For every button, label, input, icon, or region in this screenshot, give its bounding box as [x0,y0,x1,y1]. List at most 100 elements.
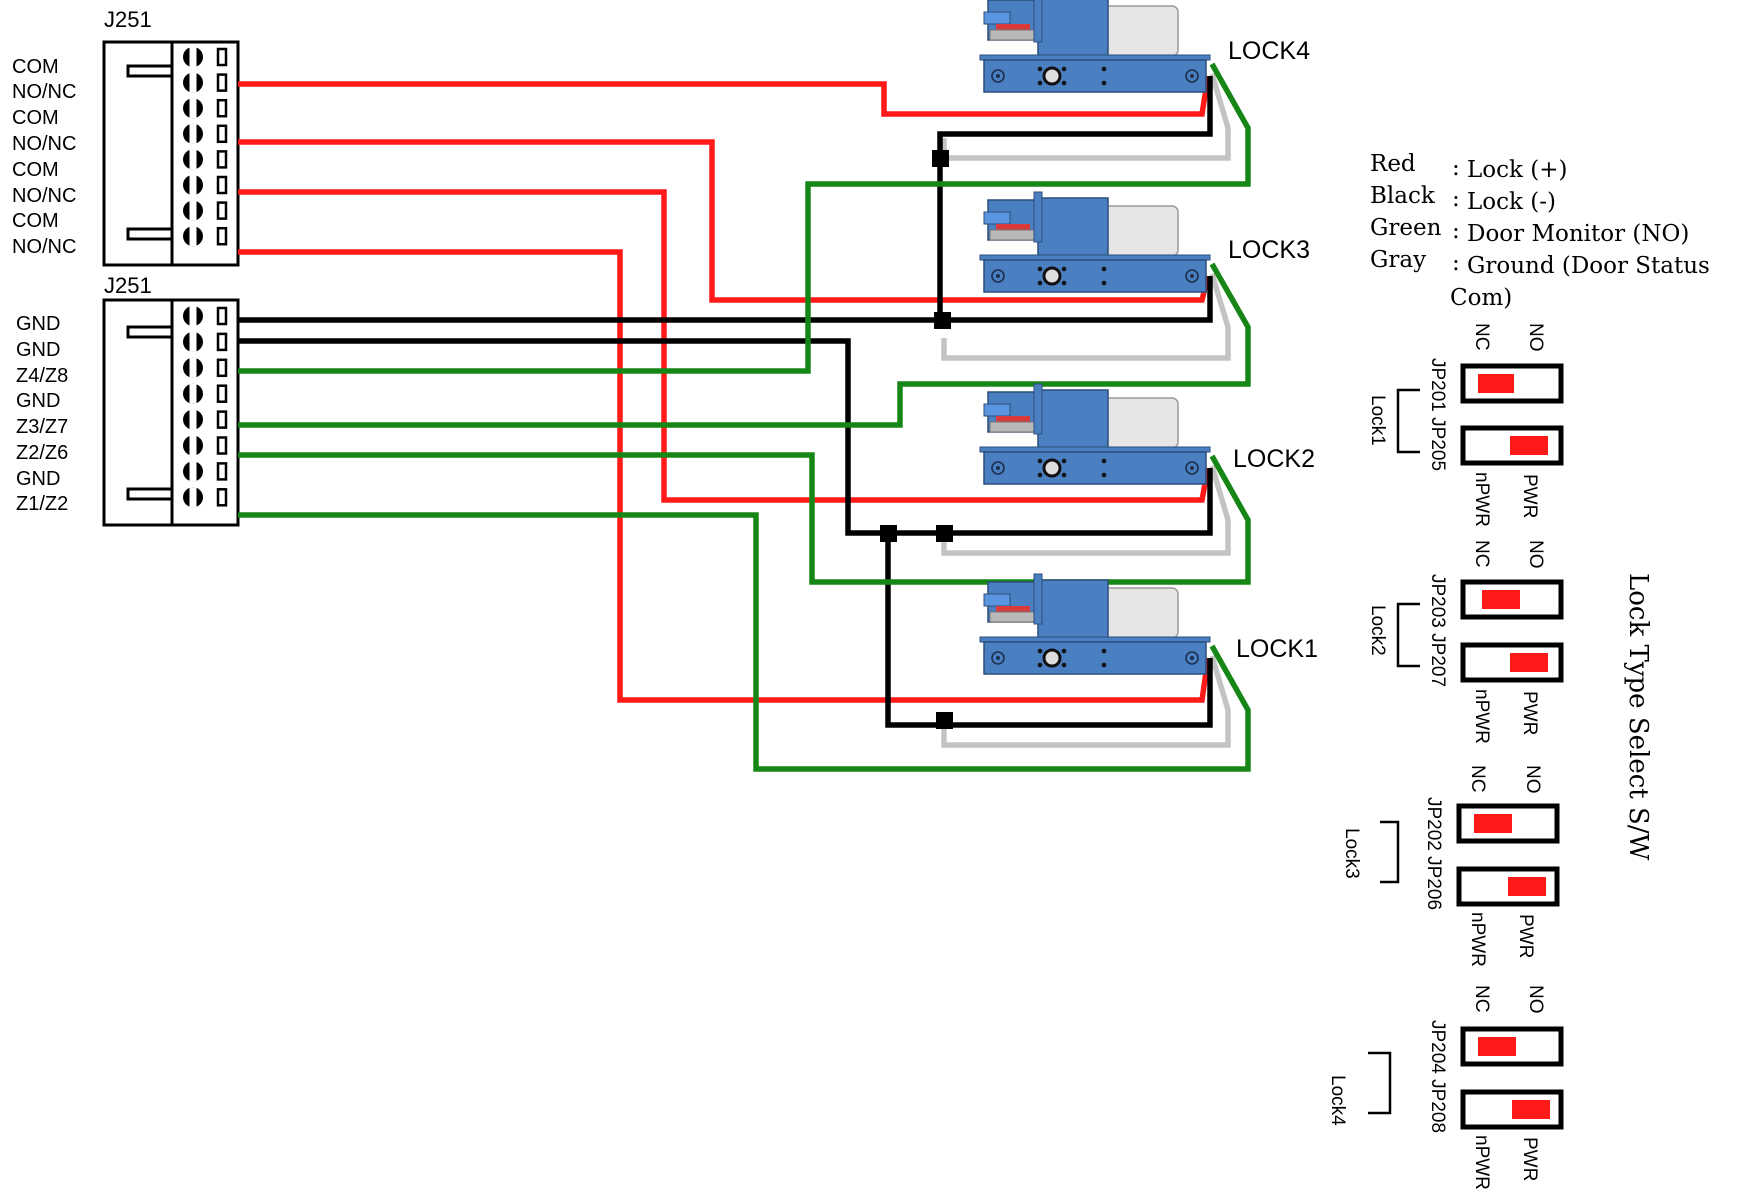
terminal-pin [183,306,228,326]
switch-knob [1512,1100,1550,1119]
pin-label: GND [16,313,60,335]
legend-color: Black [1370,183,1436,209]
terminal-pin [183,409,228,430]
legend-sep: : [1452,155,1460,181]
switch-no-label: NO [1525,323,1546,352]
black-wires [238,76,1213,728]
pin-label: Z1/Z2 [16,493,68,515]
switch-knob [1478,374,1514,393]
switch-nc-label: NC [1471,323,1492,350]
switch-pwr-label: PWR [1519,474,1540,518]
lock-label-3: LOCK3 [1228,236,1310,264]
switch-npwr-label: nPWR [1471,1135,1492,1190]
connector-top [102,40,240,267]
terminal-pin [183,487,228,508]
switch-knob [1510,653,1548,672]
switch-pwr-label: PWR [1515,914,1536,958]
legend-color: Gray [1370,247,1426,273]
pin-label: COM [12,56,59,78]
switch-group-lock3: NO NC JP202 JP206 Lock3 PWR nPWR [1341,765,1560,967]
pin-labels-bottom: GND GND Z4/Z8 GND Z3/Z7 Z2/Z6 GND Z1/Z2 [16,313,68,515]
terminal-pin [183,383,228,404]
pin-label: COM [12,210,59,232]
terminal-pin [183,357,228,378]
switch-no-label: NO [1522,765,1543,794]
pin-label: GND [16,390,60,412]
connector-bottom [102,298,240,527]
switch-nc-label: NC [1471,985,1492,1012]
connector-top-title: J251 [104,7,152,32]
legend-color: Red [1370,151,1416,177]
legend-desc: Lock (-) [1467,189,1556,215]
switch-jp-label: JP201 JP205 [1427,358,1448,471]
terminal-pin [183,226,228,247]
lock-label-2: LOCK2 [1233,445,1315,473]
switch-group-lock2: NO NC JP203 JP207 Lock2 PWR nPWR [1367,540,1564,744]
terminal-pin [183,331,228,352]
switch-npwr-label: nPWR [1467,912,1488,967]
legend-desc: Com) [1450,285,1512,311]
pin-label: Z2/Z6 [16,442,68,464]
switch-knob [1482,590,1520,609]
switch-no-label: NO [1525,985,1546,1014]
switch-npwr-label: nPWR [1471,472,1492,527]
pin-label: NO/NC [12,185,76,207]
legend: Red : Lock (+) Black : Lock (-) Green : … [1370,151,1710,311]
switch-lock-label: Lock4 [1327,1075,1348,1126]
switch-group-lock4: NO NC JP204 JP208 Lock4 PWR nPWR [1327,985,1564,1190]
switch-pwr-label: PWR [1519,1137,1540,1181]
legend-sep: : [1452,186,1460,212]
switch-knob [1510,436,1548,455]
switch-lock-label: Lock2 [1367,605,1388,656]
switch-knob [1474,814,1512,833]
legend-sep: : [1452,250,1460,276]
pin-labels-top: COM NO/NC COM NO/NC COM NO/NC COM NO/NC [12,56,76,258]
connector-bottom-title: J251 [104,273,152,298]
lock-device-2 [978,382,1212,486]
switch-no-label: NO [1525,540,1546,569]
switch-section-title: Lock Type Select S/W [1623,573,1653,861]
terminal-pin [183,200,228,221]
pin-label: COM [12,159,59,181]
pin-label: Z3/Z7 [16,416,68,438]
pin-label: NO/NC [12,81,76,103]
legend-desc: Lock (+) [1467,157,1567,183]
switch-group-lock1: NO NC JP201 JP205 Lock1 PWR nPWR [1367,323,1564,527]
switch-nc-label: NC [1471,540,1492,567]
terminal-pin [183,149,228,170]
pin-label: GND [16,339,60,361]
terminal-pin [183,175,228,195]
switch-jp-label: JP202 JP206 [1423,797,1444,910]
switch-jp-label: JP203 JP207 [1427,574,1448,687]
lock-label-1: LOCK1 [1236,635,1318,663]
switch-pwr-label: PWR [1519,691,1540,735]
lock-device-4 [978,0,1212,94]
lock-device-1 [978,572,1212,676]
switch-lock-label: Lock3 [1341,828,1362,879]
terminal-pin [183,47,228,67]
terminal-pin [183,435,228,456]
switch-jp-label: JP204 JP208 [1427,1020,1448,1133]
legend-desc: Ground (Door Status [1467,253,1710,279]
pin-label: GND [16,468,60,490]
terminal-pin [183,98,228,119]
terminal-pin [183,72,228,93]
legend-sep: : [1452,218,1460,244]
terminal-pin [183,461,228,482]
switch-knob [1478,1037,1516,1056]
pin-label: Z4/Z8 [16,365,68,387]
lock-label-4: LOCK4 [1228,37,1310,65]
switch-npwr-label: nPWR [1471,689,1492,744]
legend-desc: Door Monitor (NO) [1467,221,1689,247]
switch-lock-label: Lock1 [1367,395,1388,446]
lock-device-3 [978,190,1212,294]
pin-label: COM [12,107,59,129]
pin-label: NO/NC [12,236,76,258]
terminal-pin [183,123,228,144]
switch-knob [1508,877,1546,896]
lock-labels: LOCK4 LOCK3 LOCK2 LOCK1 [1228,37,1318,663]
switch-nc-label: NC [1467,765,1488,792]
legend-color: Green [1370,215,1442,241]
junctions [880,150,953,729]
